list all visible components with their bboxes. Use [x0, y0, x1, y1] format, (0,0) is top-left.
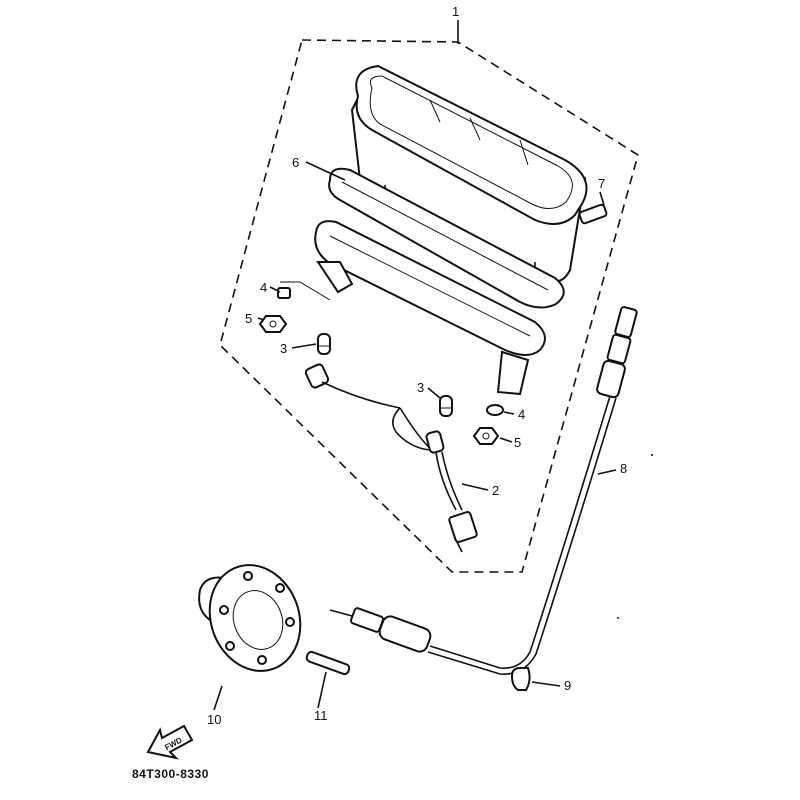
reset-knob: 7 [578, 176, 608, 225]
callout-10: 10 [207, 712, 221, 727]
stray-mark [651, 454, 653, 456]
forward-direction-arrow-icon: FWD [146, 724, 194, 760]
nut-left [258, 315, 288, 333]
cable-clamp [510, 667, 531, 691]
drive-pin [305, 650, 351, 676]
nut-right [472, 427, 500, 445]
washer-left [277, 281, 331, 301]
callout-2: 2 [492, 483, 499, 498]
callout-3-right: 3 [417, 380, 424, 395]
callout-11: 11 [314, 708, 328, 723]
washer-right [486, 404, 504, 416]
callout-9: 9 [564, 678, 571, 693]
stray-mark [617, 617, 619, 619]
speedometer-cable [329, 306, 638, 675]
callout-4-left: 4 [260, 280, 267, 295]
callout-6: 6 [292, 155, 299, 170]
drawing-code: 84T300-8330 [132, 767, 209, 781]
callout-3-left: 3 [280, 341, 287, 356]
callout-5-right: 5 [514, 435, 521, 450]
callout-1: 1 [452, 4, 459, 19]
callout-5-left: 5 [245, 311, 252, 326]
bulb-right [439, 395, 453, 417]
callout-8: 8 [620, 461, 627, 476]
meter-case-bracket [314, 220, 546, 396]
assembly-boundary: 1 [219, 4, 639, 573]
bulb-left [317, 333, 331, 355]
callout-7: 7 [598, 176, 605, 191]
bulb-socket-harness [304, 363, 478, 553]
housing-gasket [328, 167, 565, 309]
callout-4-right: 4 [518, 407, 525, 422]
drive-gear-hub [198, 564, 302, 672]
